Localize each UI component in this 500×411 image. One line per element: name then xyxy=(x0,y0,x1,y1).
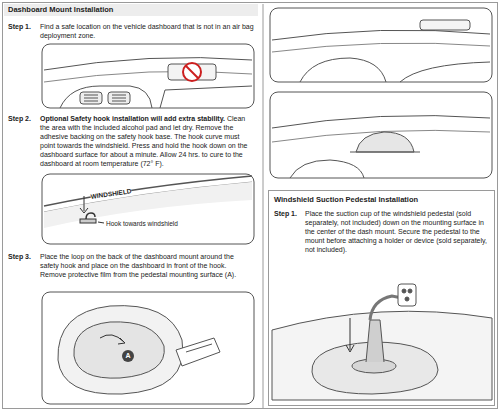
page-frame xyxy=(3,3,498,409)
note-label: Hook towards windshield xyxy=(106,219,178,228)
step-heading: Optional Safety hook installation will a… xyxy=(40,115,225,122)
dashboard-view-illustration xyxy=(300,58,386,82)
dashboard-illustration xyxy=(84,95,98,96)
mount-pad-illustration xyxy=(176,338,220,366)
mounted-dash-illustration xyxy=(350,152,420,153)
step-text: Place the suction cup of the windshield … xyxy=(305,209,490,254)
mounted-dash-illustration xyxy=(272,116,490,128)
step-paragraph: Optional Safety hook installation will a… xyxy=(40,114,254,168)
safety-hook xyxy=(86,213,95,219)
page-frame xyxy=(263,4,264,408)
no-symbol xyxy=(186,66,198,78)
section-panel: Windshield Suction Pedestal Installation… xyxy=(268,190,495,406)
pedestal-illustration xyxy=(366,320,384,362)
pedestal-illustration xyxy=(402,289,406,293)
mount-pad-illustration xyxy=(42,292,254,404)
windshield-illustration xyxy=(42,174,254,244)
mounted-dash-illustration xyxy=(270,92,492,178)
dashboard-illustration xyxy=(84,101,98,102)
safety-hook xyxy=(84,196,85,211)
dashboard-illustration xyxy=(84,98,98,99)
dashboard-view-illustration xyxy=(270,8,492,82)
page-frame xyxy=(4,4,258,16)
callout-letter: A xyxy=(122,351,134,361)
dashboard-view-illustration xyxy=(272,43,490,52)
step-text: Place the loop on the back of the dashbo… xyxy=(40,252,254,279)
pedestal-illustration xyxy=(350,318,351,350)
dashboard-view-illustration xyxy=(270,8,492,82)
mount-pad-illustration xyxy=(118,338,125,344)
pedestal-illustration xyxy=(272,284,492,400)
safety-hook xyxy=(80,219,96,223)
step-text: Clean the area with the included alcohol… xyxy=(40,115,247,167)
step-number: Step 3. xyxy=(8,252,31,261)
dashboard-illustration xyxy=(60,86,152,108)
mount-pad-illustration xyxy=(58,306,183,394)
step-number: Step 1. xyxy=(8,22,31,31)
dashboard-view-illustration xyxy=(400,62,490,82)
pedestal-illustration xyxy=(405,297,409,301)
dashboard-illustration xyxy=(44,58,252,70)
dashboard-illustration xyxy=(108,92,130,104)
step-text: Find a safe location on the vehicle dash… xyxy=(40,22,254,40)
dashboard-illustration xyxy=(112,95,126,96)
mounted-dash-illustration xyxy=(356,132,414,152)
dashboard-illustration xyxy=(112,98,126,99)
section-title: Dashboard Mount Installation xyxy=(8,5,248,14)
mounted-dash-illustration xyxy=(290,160,364,178)
dashboard-illustration xyxy=(80,92,102,104)
step-number: Step 1. xyxy=(274,209,297,218)
pedestal-illustration xyxy=(370,296,402,320)
step-number: Step 2. xyxy=(8,114,31,123)
safety-hook xyxy=(80,208,88,213)
dashboard-view-illustration xyxy=(272,30,490,40)
section-heading: Windshield Suction Pedestal Installation xyxy=(274,195,491,204)
dashboard-illustration xyxy=(160,86,252,108)
dashboard-illustration xyxy=(42,44,254,108)
pedestal-illustration xyxy=(272,311,492,400)
pedestal-illustration xyxy=(398,284,416,306)
mount-pad-illustration xyxy=(74,322,164,378)
mount-pad-illustration xyxy=(122,350,134,362)
pedestal-illustration xyxy=(408,289,412,293)
pedestal-illustration xyxy=(346,345,354,352)
safety-hook xyxy=(98,222,104,223)
page-frame xyxy=(3,3,498,409)
mount-pad-illustration xyxy=(42,292,254,404)
windshield-illustration xyxy=(42,174,254,244)
windshield-illustration xyxy=(44,182,252,228)
dashboard-illustration xyxy=(112,101,126,102)
dashboard-illustration xyxy=(42,44,254,108)
dashboard-illustration xyxy=(168,64,216,80)
dashboard-view-illustration xyxy=(420,20,470,30)
no-symbol xyxy=(183,63,201,81)
no-symbol xyxy=(183,63,201,81)
mounted-dash-illustration xyxy=(270,92,492,178)
dashboard-illustration xyxy=(44,71,252,82)
mount-pad-illustration xyxy=(186,344,212,352)
